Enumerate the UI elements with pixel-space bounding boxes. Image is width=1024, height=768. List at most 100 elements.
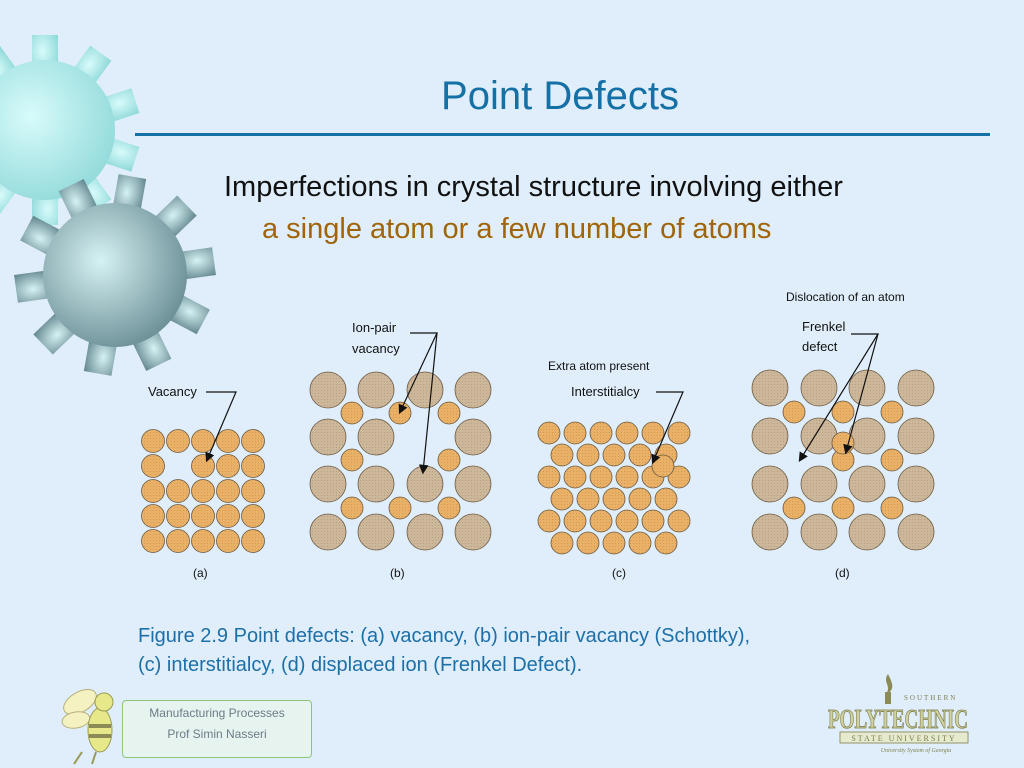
vacancy-lattice-atom	[191, 529, 215, 553]
slide-title: Point Defects	[441, 74, 679, 118]
footer-course-name: Manufacturing Processes	[149, 706, 285, 720]
interstitialcy-atom	[667, 509, 691, 533]
ionpair-large-atom	[454, 513, 492, 551]
interstitialcy-atom	[628, 443, 652, 467]
ionpair-small-atom	[437, 496, 461, 520]
vacancy-lattice-atom	[241, 529, 265, 553]
ionpair-large-atom	[357, 513, 395, 551]
vacancy-lattice-atom	[166, 529, 190, 553]
ionpair-large-atom	[309, 371, 347, 409]
interstitialcy-atom	[628, 487, 652, 511]
interstitialcy-atom	[550, 531, 574, 555]
interstitialcy-atom	[589, 421, 613, 445]
svg-text:SOUTHERN: SOUTHERN	[904, 694, 957, 702]
label-vacancy: Vacancy	[148, 384, 197, 399]
vacancy-lattice-atom	[191, 504, 215, 528]
interstitialcy-atom	[589, 509, 613, 533]
ionpair-small-atom	[388, 401, 412, 425]
interstitialcy-atom	[602, 487, 626, 511]
interstitialcy-atom	[654, 487, 678, 511]
vacancy-lattice-atom	[216, 479, 240, 503]
ionpair-small-atom	[340, 448, 364, 472]
caption-line-1: Figure 2.9 Point defects: (a) vacancy, (…	[138, 625, 751, 647]
footer-course-info: Manufacturing Processes Prof Simin Nasse…	[122, 700, 312, 758]
ionpair-large-atom	[357, 418, 395, 456]
frenkel-large-atom	[897, 369, 935, 407]
ionpair-large-atom	[454, 418, 492, 456]
caption-d: (d)	[835, 566, 850, 580]
interstitialcy-atom	[576, 531, 600, 555]
vacancy-lattice-atom	[216, 504, 240, 528]
ionpair-small-atom	[340, 401, 364, 425]
interstitialcy-atom	[667, 421, 691, 445]
frenkel-large-atom	[751, 513, 789, 551]
interstitialcy-atom	[641, 509, 665, 533]
ionpair-large-atom	[454, 371, 492, 409]
vacancy-lattice-atom	[166, 504, 190, 528]
frenkel-small-atom	[782, 400, 806, 424]
ionpair-arrow-2	[418, 332, 438, 475]
interstitialcy-atom	[615, 509, 639, 533]
gear-decoration	[0, 35, 216, 376]
ionpair-large-atom	[406, 513, 444, 551]
bee-mascot-icon	[61, 689, 114, 765]
title-divider	[135, 133, 990, 136]
ionpair-large-atom	[357, 465, 395, 503]
vacancy-arrow	[205, 391, 237, 463]
frenkel-arrow-2	[843, 333, 879, 455]
point-defects-figure: Vacancy Ion-pair vacancy Extra atom pres…	[141, 290, 935, 580]
frenkel-small-atom	[880, 400, 904, 424]
interstitialcy-atom	[537, 465, 561, 489]
frenkel-large-atom	[751, 417, 789, 455]
interstitialcy-atom	[550, 443, 574, 467]
vacancy-lattice-atom	[191, 454, 215, 478]
vacancy-lattice-atom	[241, 454, 265, 478]
frenkel-large-atom	[751, 369, 789, 407]
gear-bottom-icon	[14, 174, 216, 376]
frenkel-small-atom	[880, 448, 904, 472]
vacancy-lattice-atom	[216, 429, 240, 453]
interstitialcy-atom	[550, 487, 574, 511]
interstitialcy-atom	[563, 421, 587, 445]
vacancy-lattice-atom	[141, 429, 165, 453]
interstitialcy-atom	[641, 421, 665, 445]
frenkel-large-atom	[848, 417, 886, 455]
subtitle-line-2: a single atom or a few number of atoms	[262, 213, 772, 245]
label-frenkel: Frenkel	[802, 319, 846, 334]
vacancy-lattice-atom	[166, 429, 190, 453]
caption-a: (a)	[193, 566, 208, 580]
gear-top-icon	[0, 35, 140, 225]
interstitialcy-atom	[537, 509, 561, 533]
interstitialcy-atom	[563, 509, 587, 533]
interstitialcy-atom	[615, 465, 639, 489]
label-ion-pair-vacancy: vacancy	[352, 341, 400, 356]
ionpair-large-atom	[309, 465, 347, 503]
frenkel-small-atom	[782, 496, 806, 520]
ionpair-small-atom	[437, 448, 461, 472]
interstitialcy-atom	[589, 465, 613, 489]
label-ion-pair: Ion-pair	[352, 320, 397, 335]
frenkel-large-atom	[800, 369, 838, 407]
frenkel-small-atom	[831, 400, 855, 424]
frenkel-large-atom	[800, 513, 838, 551]
caption-line-2: (c) interstitialcy, (d) displaced ion (F…	[138, 654, 583, 676]
vacancy-lattice-atom	[141, 529, 165, 553]
interstitial-extra-atom	[651, 454, 675, 478]
vacancy-lattice-atom	[241, 429, 265, 453]
vacancy-lattice-atom	[241, 504, 265, 528]
interstitialcy-atom	[563, 465, 587, 489]
vacancy-lattice-atom	[141, 454, 165, 478]
label-frenkel-defect: defect	[802, 339, 838, 354]
frenkel-large-atom	[751, 465, 789, 503]
interstitialcy-atom	[602, 443, 626, 467]
subtitle-line-1: Imperfections in crystal structure invol…	[224, 171, 843, 203]
interstitialcy-atom	[667, 465, 691, 489]
ionpair-small-atom	[340, 496, 364, 520]
interstitialcy-atom	[615, 421, 639, 445]
frenkel-small-atom	[831, 496, 855, 520]
vacancy-lattice-atom	[216, 529, 240, 553]
svg-text:POLYTECHNIC: POLYTECHNIC	[828, 704, 968, 734]
ionpair-small-atom	[437, 401, 461, 425]
interstitialcy-atom	[654, 531, 678, 555]
vacancy-lattice-atom	[216, 454, 240, 478]
